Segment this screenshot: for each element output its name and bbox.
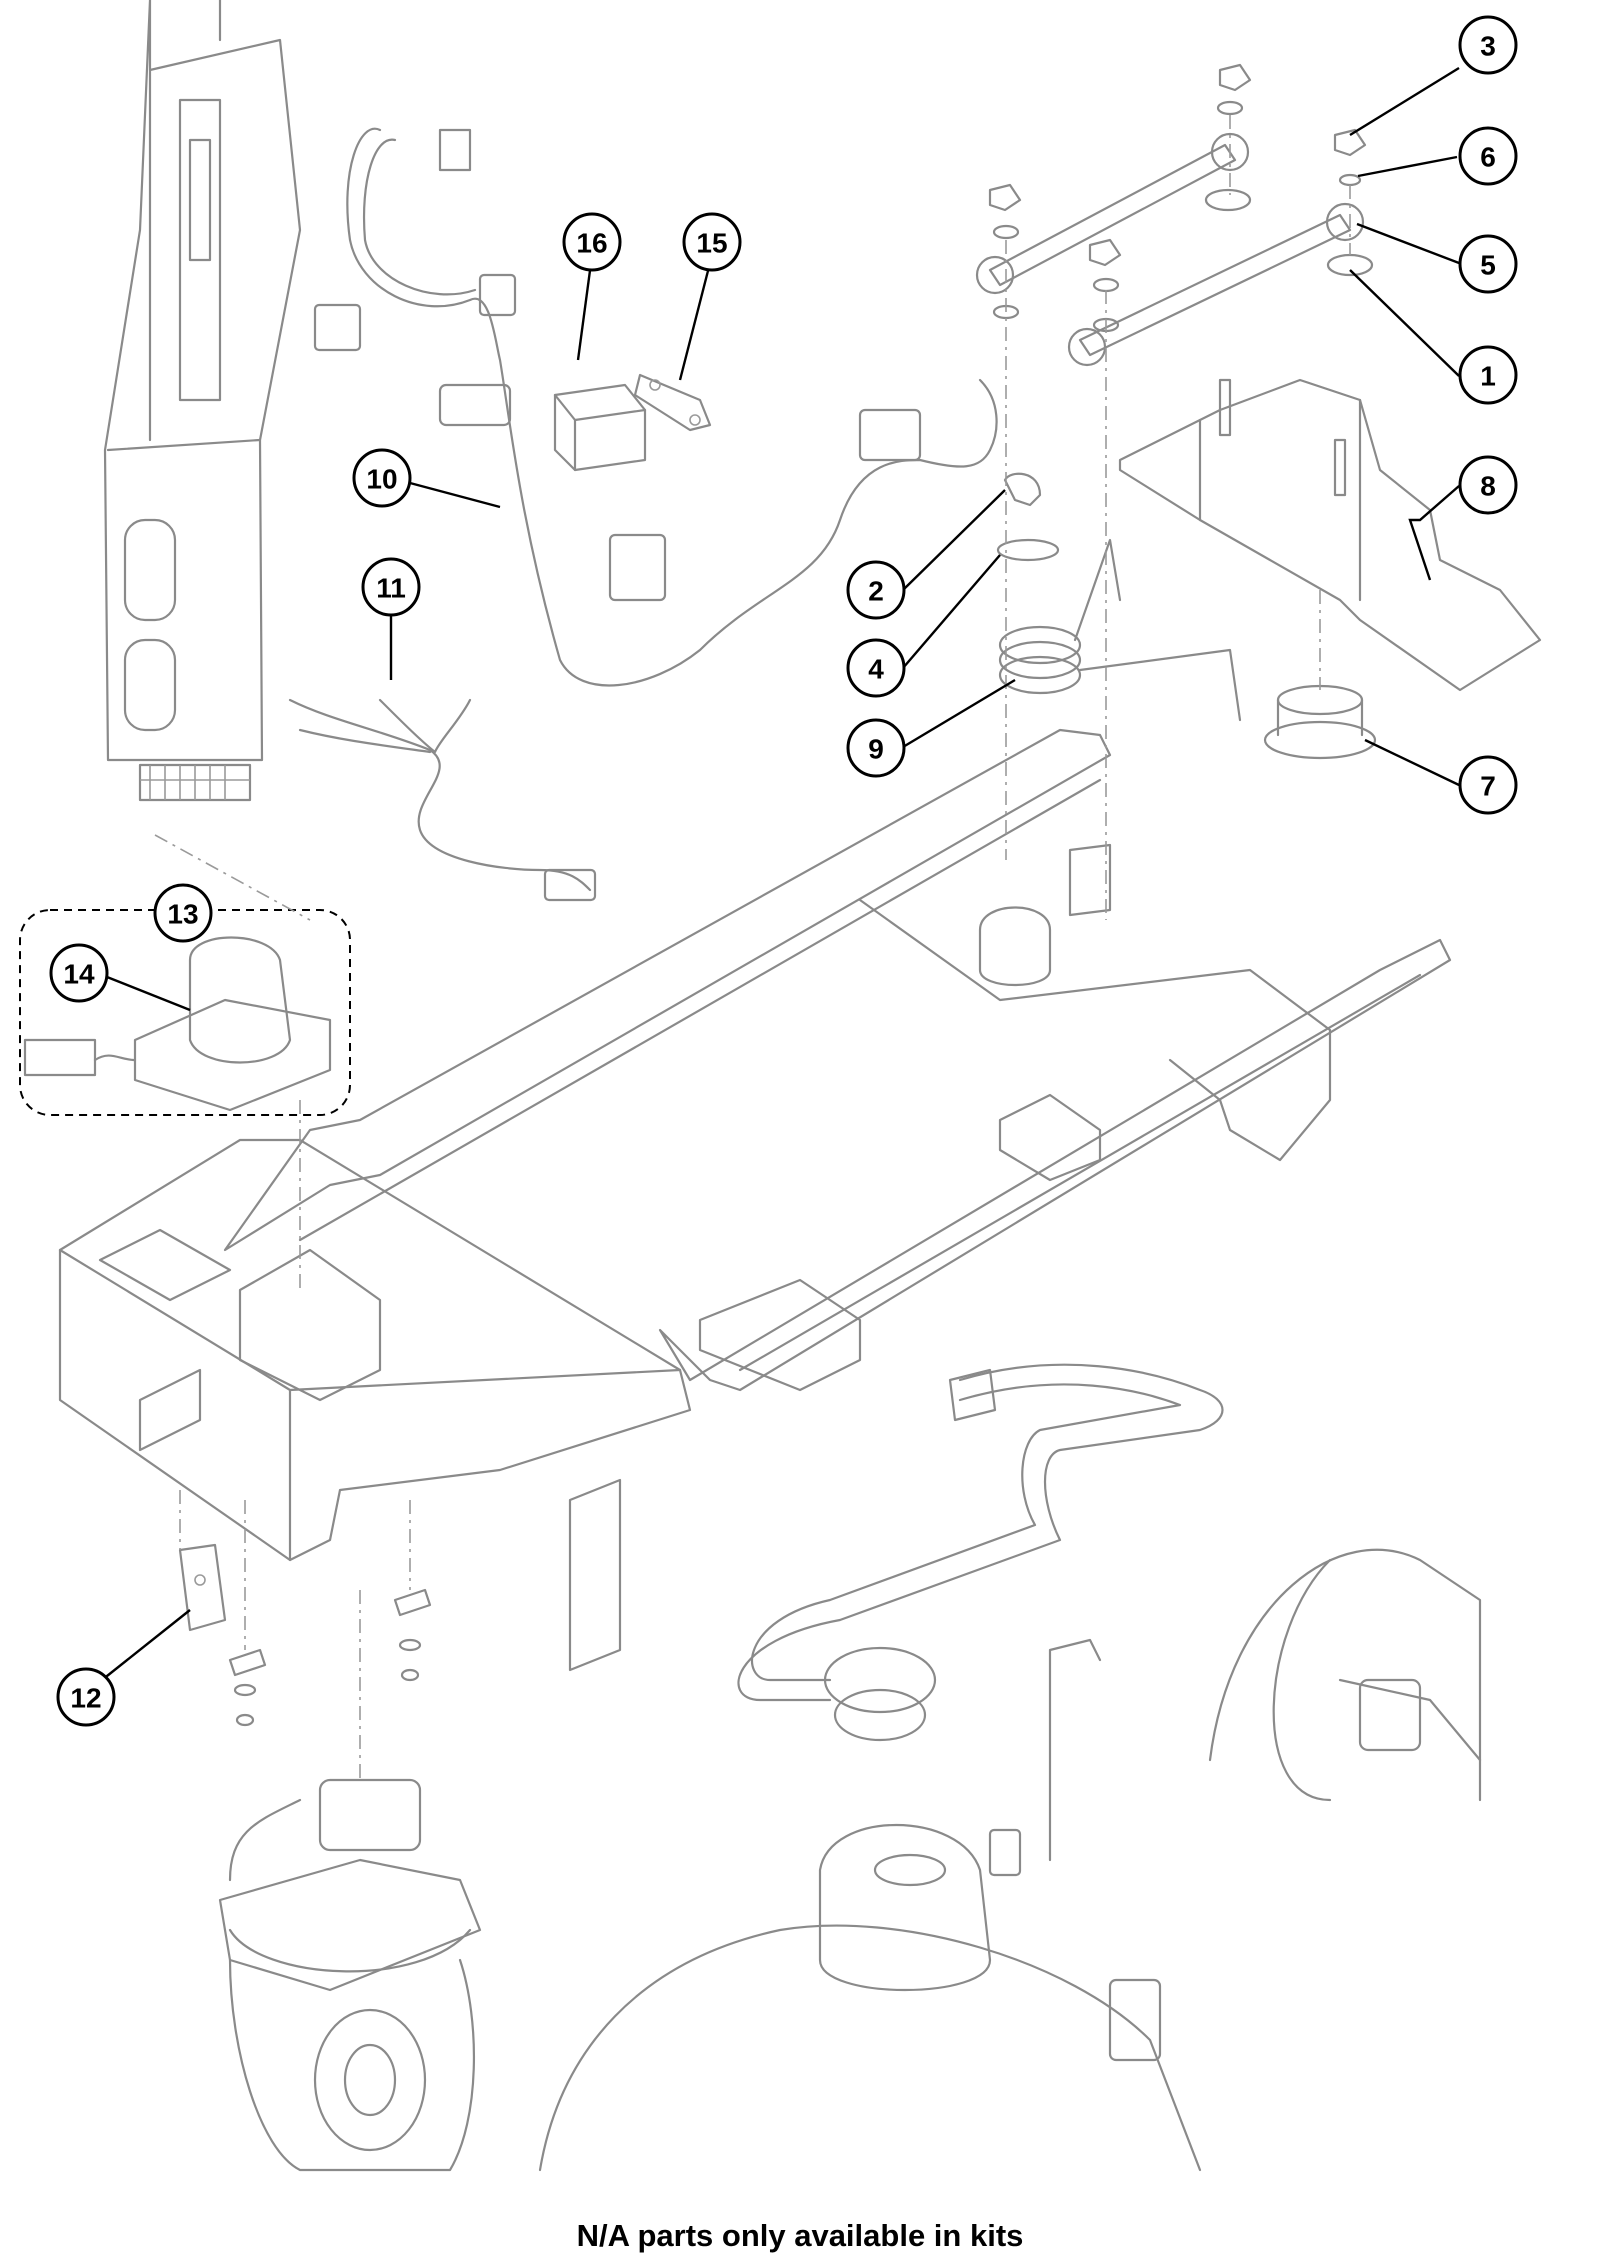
- drive-wheel: [1208, 1548, 1482, 1802]
- assembly-axis-lines: [154, 115, 1351, 1780]
- svg-text:13: 13: [167, 899, 198, 930]
- svg-text:2: 2: [868, 576, 884, 607]
- callout-1: 1: [1458, 345, 1518, 405]
- svg-text:8: 8: [1480, 471, 1496, 502]
- svg-text:11: 11: [376, 573, 406, 604]
- callout-3: 3: [1458, 15, 1518, 75]
- callout-11: 11: [361, 557, 421, 617]
- svg-text:4: 4: [868, 654, 884, 685]
- main-frame: [223, 728, 1452, 1392]
- svg-text:3: 3: [1480, 31, 1496, 62]
- part-15-clip: [633, 373, 712, 432]
- leader-lines: [101, 66, 1460, 1681]
- svg-text:9: 9: [868, 734, 884, 765]
- hose-assembly: [737, 1363, 1224, 1742]
- tie-rods: [975, 63, 1374, 367]
- bushing: [1263, 684, 1377, 760]
- bracket: [1118, 378, 1542, 692]
- part-16-block: [553, 383, 647, 472]
- callout-6: 6: [1458, 126, 1518, 186]
- pump-motor: [538, 1638, 1202, 2172]
- callout-12: 12: [56, 1667, 116, 1727]
- wiring-harness: [313, 127, 998, 687]
- svg-text:7: 7: [1480, 771, 1496, 802]
- callout-4: 4: [846, 638, 906, 698]
- svg-text:5: 5: [1480, 250, 1496, 281]
- callout-13: 13: [153, 883, 213, 943]
- steering-column: [103, 0, 302, 802]
- footer-note: N/A parts only available in kits: [576, 2218, 1024, 2253]
- callout-16: 16: [562, 212, 622, 272]
- callout-5: 5: [1458, 234, 1518, 294]
- caster-wheel: [218, 1778, 482, 2172]
- svg-text:6: 6: [1480, 142, 1496, 173]
- sensor-bracket: [178, 1543, 432, 1727]
- callout-9: 9: [846, 718, 906, 778]
- callout-2: 2: [846, 560, 906, 620]
- kit-box: [19, 909, 351, 1116]
- callout-8: 8: [1458, 455, 1518, 515]
- callout-7: 7: [1458, 755, 1518, 815]
- svg-text:16: 16: [576, 228, 607, 259]
- svg-text:14: 14: [63, 959, 95, 990]
- svg-text:15: 15: [696, 228, 727, 259]
- spring-assembly: [996, 472, 1242, 722]
- svg-text:1: 1: [1480, 361, 1496, 392]
- callout-14: 14: [49, 943, 109, 1003]
- svg-text:10: 10: [366, 464, 397, 495]
- callout-10: 10: [352, 448, 412, 508]
- svg-text:12: 12: [70, 1683, 101, 1714]
- wiring-harness-small: [288, 698, 597, 902]
- callout-15: 15: [682, 212, 742, 272]
- chassis-plate: [58, 1138, 692, 1672]
